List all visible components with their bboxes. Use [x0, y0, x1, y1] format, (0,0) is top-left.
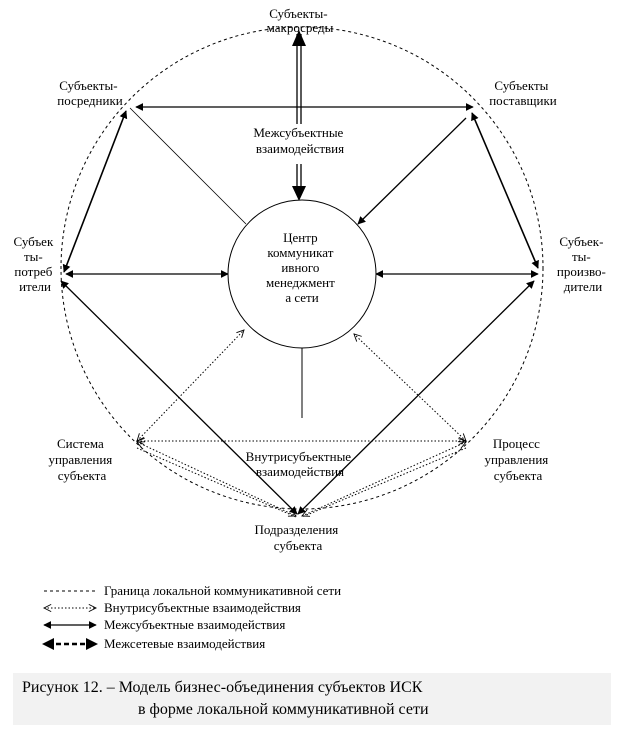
edge-intermediaries-consumers — [62, 110, 128, 273]
legend-text-boundary: Граница локальной коммуникативной сети — [104, 583, 341, 598]
network-arrow-head-up — [292, 30, 306, 46]
node-divisions: Подразделения субъекта — [254, 522, 341, 553]
figure-caption-line2: в форме локальной коммуникативной сети — [138, 701, 429, 718]
node-intermediaries: Субъекты- посредники — [57, 78, 122, 108]
legend-symbol-network-head-right — [86, 638, 98, 650]
node-suppliers: Субъекты поставщики — [489, 78, 557, 108]
edge-suppliers-producers — [471, 112, 539, 269]
legend-text-inter: Межсубъектные взаимодействия — [104, 617, 285, 632]
label-inter-subject: Межсубъектные взаимодействия — [253, 125, 346, 156]
node-macro-environment: Субъекты- макросреды — [267, 6, 334, 35]
center-circle — [227, 199, 377, 349]
node-management-process: Процесс управления субъекта — [484, 436, 551, 483]
intra-system-divisions-1 — [137, 442, 296, 516]
caption-background — [13, 673, 611, 725]
intra-process-center — [354, 334, 466, 441]
node-center: Центр коммуникат ивного менеджмент а сет… — [266, 230, 338, 305]
figure-caption-line1: Рисунок 12. – Модель бизнес-объединения … — [22, 679, 423, 696]
network-arrow-head-down — [292, 186, 306, 201]
intra-system-center — [137, 330, 244, 441]
legend-text-network: Межсетевые взаимодействия — [104, 636, 265, 651]
label-intra-subject: Внутрисубъектные взаимодействия — [246, 449, 355, 479]
node-producers: Субъек- ты- произво- дители — [557, 234, 609, 294]
edge-intermediaries-center — [129, 107, 247, 225]
node-consumers: Субъек ты- потреб ители — [13, 234, 56, 294]
edge-suppliers-center — [357, 117, 467, 225]
legend-text-intra: Внутрисубъектные взаимодействия — [104, 600, 301, 615]
legend-symbol-network-head-left — [42, 638, 54, 650]
intra-system-divisions-2 — [136, 447, 297, 518]
intra-process-divisions-2 — [301, 447, 467, 518]
legend: Граница локальной коммуникативной сети В… — [42, 583, 341, 651]
node-management-system: Система управления субъекта — [48, 436, 115, 483]
